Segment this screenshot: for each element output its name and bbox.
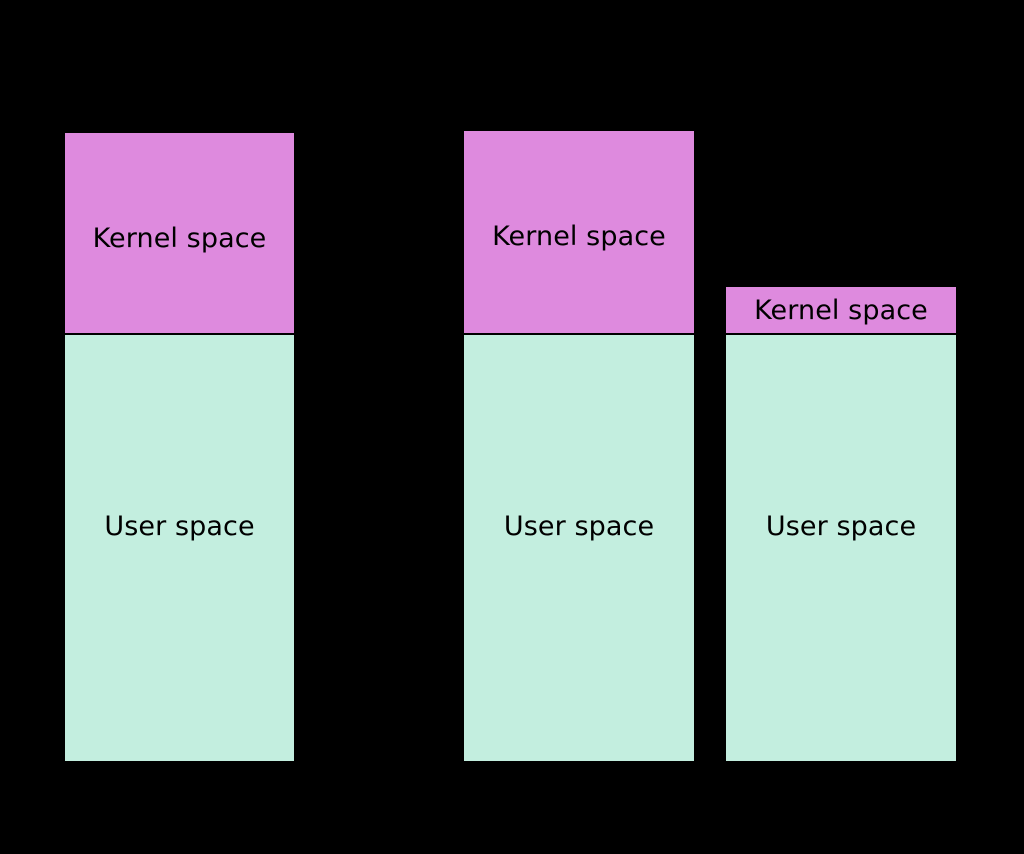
user-space-label-2: User space bbox=[503, 511, 655, 542]
kernel-space-block-3: Kernel space bbox=[725, 286, 957, 334]
user-space-label-1: User space bbox=[104, 511, 255, 542]
kernel-space-block-1: Kernel space bbox=[64, 132, 295, 334]
kernel-space-label-2: Kernel space bbox=[492, 221, 666, 252]
user-space-block-1: User space bbox=[64, 334, 295, 762]
user-space-label-3: User space bbox=[765, 511, 917, 542]
user-space-block-2: User space bbox=[463, 334, 695, 762]
kernel-space-block-2: Kernel space bbox=[463, 130, 695, 334]
kernel-space-label-1: Kernel space bbox=[92, 223, 267, 254]
memory-column-3: Kernel space User space bbox=[725, 286, 957, 762]
memory-column-1: Kernel space User space bbox=[64, 132, 295, 762]
memory-column-2: Kernel space User space bbox=[463, 130, 695, 762]
user-space-block-3: User space bbox=[725, 334, 957, 762]
kernel-space-label-3: Kernel space bbox=[754, 294, 928, 326]
